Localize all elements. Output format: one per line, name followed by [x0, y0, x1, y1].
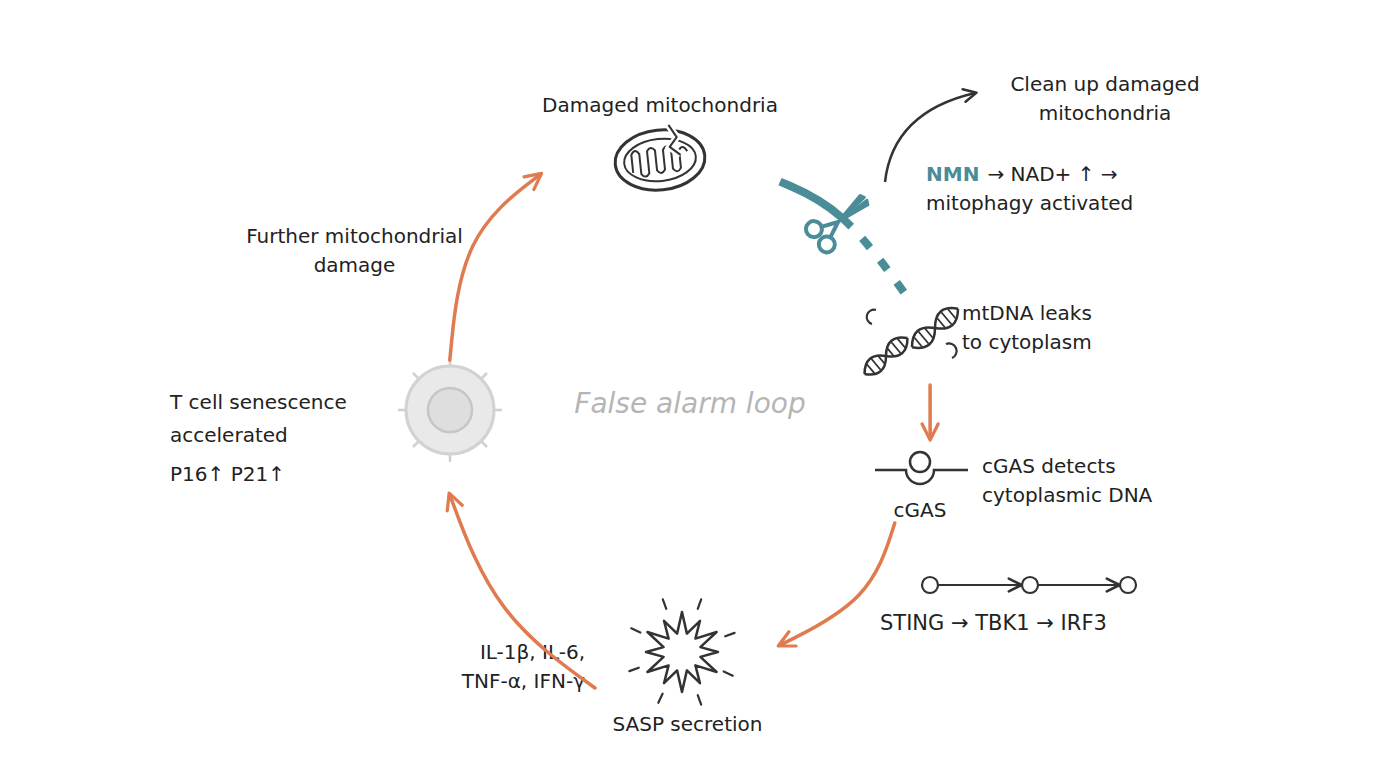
node-heading: cGAS — [885, 496, 955, 525]
dna-strand — [859, 332, 913, 381]
inner-membrane — [622, 135, 698, 184]
dna-rungs — [913, 308, 957, 349]
t-cell-icon — [398, 358, 502, 462]
cristae — [631, 144, 690, 178]
scissors-icon — [803, 185, 877, 256]
edge-label: Further mitochondrial damage — [222, 222, 487, 280]
nmn-line: NMN→ NAD+ ↑ → mitophagy activated — [926, 160, 1181, 218]
crack-gap — [667, 124, 680, 156]
burst-ray — [725, 633, 734, 636]
burst-ray — [658, 694, 662, 703]
loop-arrow — [780, 523, 895, 645]
cgas-node: cGAS cGAS detects cytoplasmic DNA — [870, 438, 1180, 523]
cell-spikes — [398, 358, 502, 462]
drug-name: NMN — [926, 162, 979, 186]
burst-ray — [631, 628, 640, 632]
mtdna-node: mtDNA leaks to cytoplasm — [850, 295, 1130, 385]
dna-strand — [859, 332, 913, 381]
node-heading: SASP secretion — [595, 710, 780, 739]
burst-star — [646, 612, 718, 692]
loop-arrow — [450, 175, 540, 360]
loop-arrow — [928, 385, 932, 438]
node-heading: T cell senescence accelerated — [170, 386, 380, 452]
scissors-handle — [816, 233, 839, 256]
dna-fragment — [867, 310, 876, 324]
outcome-note: Clean up damaged mitochondria — [990, 70, 1220, 128]
loop-arrow — [450, 495, 595, 688]
t-cell-node: T cell senescence acceleratedP16↑ P21↑ — [160, 360, 505, 495]
pathway-label: STING → TBK1 → IRF3 — [880, 608, 1180, 638]
pathway-dot — [1022, 577, 1038, 593]
cell-body — [406, 366, 494, 454]
dna-rungs — [866, 338, 906, 374]
burst-ray — [698, 599, 701, 608]
burst-ray — [663, 599, 666, 608]
pathway-dot — [1120, 577, 1136, 593]
pathway-arrow — [1038, 584, 1118, 586]
node-detail: IL-1β, IL-6, TNF-α, IFN-γ — [435, 638, 585, 696]
dna-helix — [859, 332, 913, 381]
node-detail: P16↑ P21↑ — [170, 460, 330, 489]
cgas-sensor — [910, 452, 930, 472]
burst-ray — [698, 695, 701, 704]
pathway-dot — [922, 577, 938, 593]
node-heading: mtDNA leaks to cytoplasm — [962, 299, 1112, 357]
mitochondrion-icon — [612, 121, 708, 194]
node-detail: cGAS detects cytoplasmic DNA — [982, 452, 1182, 510]
crack-line — [667, 124, 680, 156]
burst-ray — [629, 668, 638, 671]
pathway-arrow — [938, 584, 1020, 586]
burst-ray — [724, 671, 733, 675]
cell-nucleus — [428, 388, 472, 432]
dna-fragment — [946, 343, 957, 358]
scissors-blade — [838, 199, 869, 227]
node-heading: Damaged mitochondria — [540, 91, 780, 120]
outer-membrane — [612, 125, 708, 194]
loop-title: False alarm loop — [530, 384, 850, 425]
mitophagy-cut-line — [780, 182, 906, 295]
mitochondria-node: Damaged mitochondria — [540, 88, 780, 205]
sasp-burst — [629, 599, 734, 704]
sasp-node: SASP secretionIL-1β, IL-6, TNF-α, IFN-γ — [595, 610, 780, 740]
